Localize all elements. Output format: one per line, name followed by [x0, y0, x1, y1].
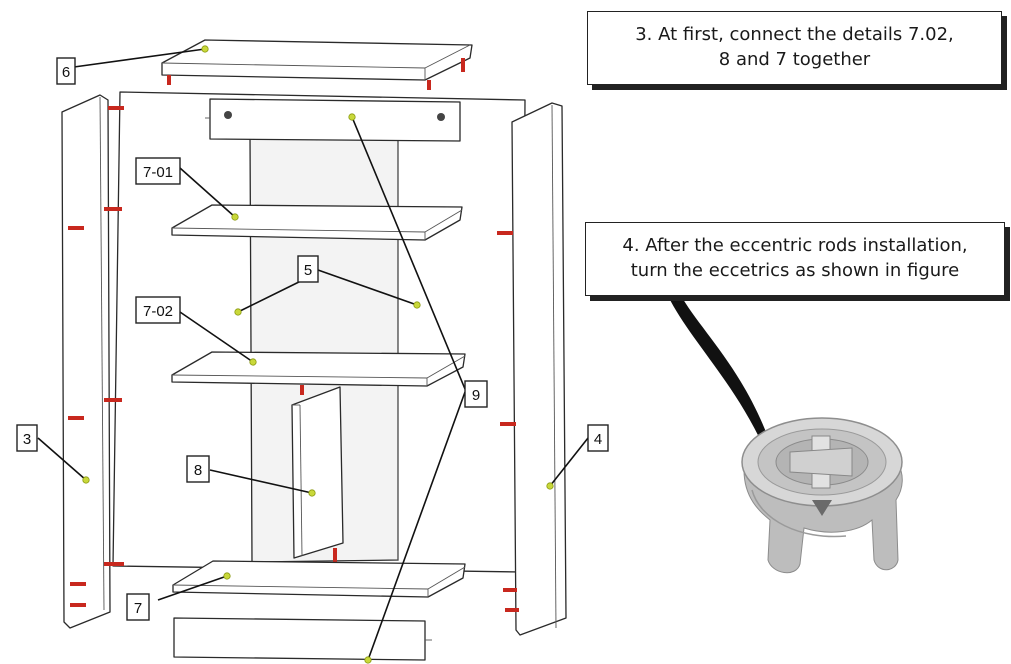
right-side-panel	[497, 102, 567, 636]
eccentric-cam-fitting-icon	[741, 417, 903, 574]
bottom-shelf-7	[172, 560, 466, 598]
svg-text:9: 9	[472, 387, 480, 404]
svg-text:8: 8	[194, 462, 202, 479]
leader-lines	[37, 48, 589, 661]
svg-text:6: 6	[62, 64, 70, 81]
bottom-rail	[173, 617, 432, 661]
instruction-text: 3. At first, connect the details 7.02, 8…	[635, 24, 954, 70]
shelf-7-02	[171, 351, 466, 395]
marker-dots	[82, 45, 554, 664]
svg-text:7: 7	[134, 600, 142, 617]
svg-text:7-02: 7-02	[143, 303, 173, 320]
top-panel	[161, 39, 473, 90]
divider-panel-8	[291, 386, 344, 581]
svg-text:4: 4	[594, 431, 602, 448]
shelf-7-01	[171, 204, 463, 241]
part-label-3: 3	[16, 424, 38, 452]
left-side-panel	[61, 94, 124, 629]
part-label-5: 5	[297, 255, 319, 283]
callout-pointer	[668, 294, 772, 452]
top-rail	[205, 98, 461, 142]
part-label-7-02: 7-02	[135, 296, 181, 324]
instruction-text: 4. After the eccentric rods installation…	[622, 235, 968, 281]
svg-text:7-01: 7-01	[143, 164, 173, 181]
part-label-8: 8	[186, 455, 210, 483]
part-label-4: 4	[587, 424, 609, 452]
part-label-7: 7	[126, 593, 150, 621]
instruction-callout-step-4: 4. After the eccentric rods installation…	[585, 222, 1005, 296]
svg-text:3: 3	[23, 431, 31, 448]
instruction-callout-step-3: 3. At first, connect the details 7.02, 8…	[587, 11, 1002, 85]
part-label-9: 9	[464, 380, 488, 408]
part-label-6: 6	[56, 57, 76, 85]
svg-text:5: 5	[304, 262, 312, 279]
part-label-7-01: 7-01	[135, 157, 181, 185]
